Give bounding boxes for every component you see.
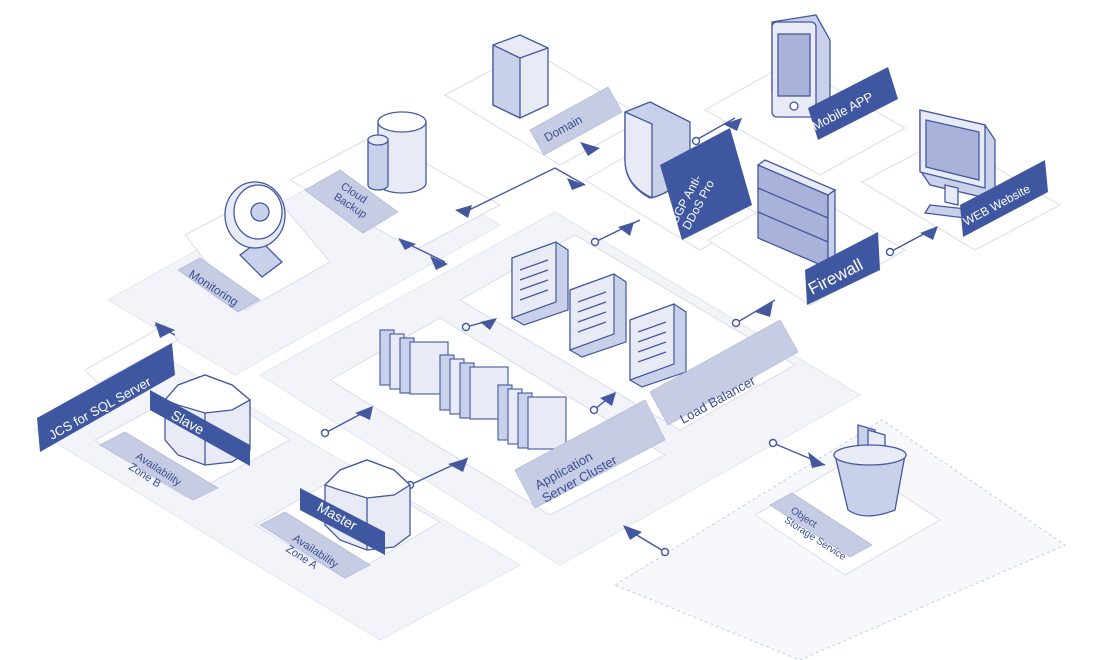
object-storage-bucket-icon <box>833 424 907 517</box>
light-badges <box>99 86 873 579</box>
storage-card <box>754 459 941 576</box>
mobile-phone-icon <box>771 14 831 118</box>
monitoring-camera-icon <box>224 181 286 278</box>
app-server-blade-icon <box>379 329 567 450</box>
load-balancer-server-icon <box>511 241 687 388</box>
mobile-card <box>703 61 907 176</box>
connector-endpoints <box>320 136 895 557</box>
domain-server-icon <box>492 34 549 119</box>
main-platform <box>259 211 861 566</box>
web-monitor-icon <box>919 109 996 219</box>
dark-badges <box>37 67 1048 555</box>
connector-arrows <box>155 118 938 540</box>
cloud-backup-icon <box>367 111 427 194</box>
jcs-card <box>84 324 179 384</box>
